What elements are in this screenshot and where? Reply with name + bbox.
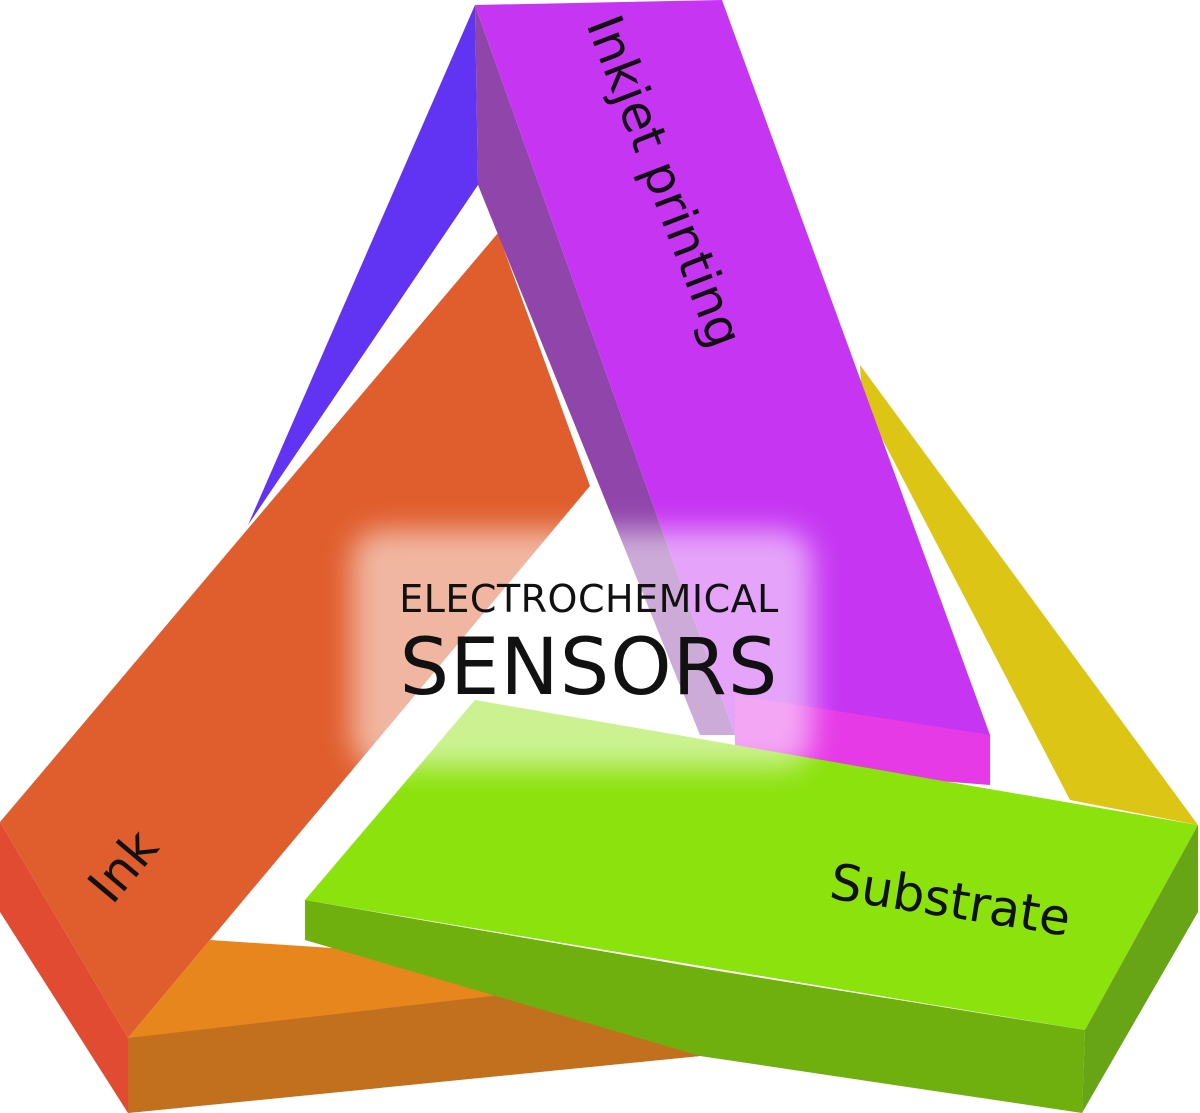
inkjet-bar-top-face bbox=[475, 0, 990, 735]
yellow-wedge bbox=[860, 365, 1198, 825]
center-glow bbox=[352, 530, 812, 768]
center-title-line2: SENSORS bbox=[400, 623, 779, 713]
ink-bar-top-face bbox=[0, 233, 590, 1038]
substrate-bar-front-face bbox=[305, 900, 1085, 1113]
blue-wedge bbox=[248, 5, 478, 525]
substrate-bar-right-face bbox=[1082, 825, 1198, 1113]
substrate-bar-top-face bbox=[305, 700, 1198, 1030]
ink-bar-side-face bbox=[0, 822, 128, 1113]
center-title-line1: ELECTROCHEMICAL bbox=[399, 577, 779, 621]
